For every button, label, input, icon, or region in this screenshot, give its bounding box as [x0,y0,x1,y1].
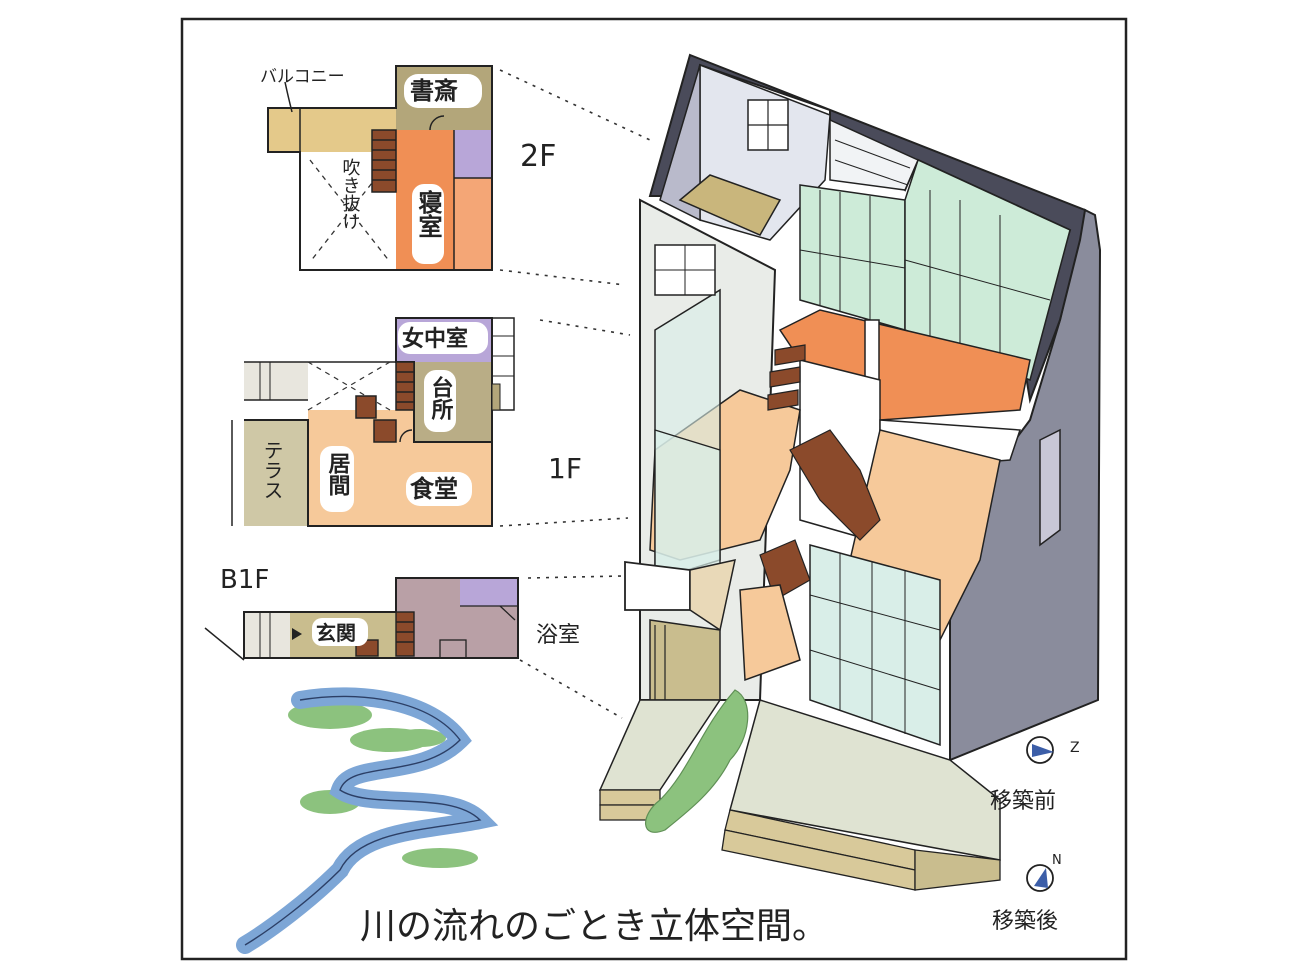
hedge [645,689,749,833]
bathroom-area [460,578,518,606]
glass-wall [809,544,941,747]
green-wall-left [799,184,906,331]
bedroom-area-2 [454,178,492,270]
label-after-relocation: 移築後 [992,909,1058,934]
plan-2f-outline [267,65,493,271]
axonometric-building [598,53,1102,891]
compass-after-icon [1026,864,1054,892]
right-side-wall [949,208,1102,762]
label-before-relocation: 移築前 [990,789,1056,814]
label-bathroom: 浴室 [536,623,580,648]
plan-1f-outline [244,419,493,527]
label-bedroom: 寝室 [414,189,442,238]
label-study: 書斎 [410,77,458,105]
plan-2f-stairs [371,129,397,193]
plan-b1f [204,577,519,661]
label-terrace: テラス [260,440,284,500]
compass-before-icon [1026,736,1054,764]
label-living: 居間 [325,452,351,497]
label-void: 吹き抜け [340,158,361,230]
axon-stairs [759,344,881,601]
plan-1f-stairs [355,361,415,443]
closet-area [454,130,492,178]
label-b1f: B1F [220,565,269,595]
label-maid-room: 女中室 [402,326,468,352]
terrace-area [244,420,308,526]
label-1f: 1F [548,452,582,485]
label-2f: 2F [520,139,556,174]
compass-before [1026,736,1054,764]
label-entrance: 玄関 [316,621,356,645]
caption: 川の流れのごとき立体空間。 [360,906,828,947]
compass-after [1026,864,1054,892]
label-balcony: バルコニー [260,67,345,87]
river-sketch [236,687,499,954]
front-terrace [729,699,1001,861]
label-kitchen: 台所 [428,375,454,421]
leader-lines [499,69,651,719]
compass-before-mark: Z [1070,740,1080,756]
compass-after-mark: N [1052,853,1062,868]
drawing-frame [180,17,1128,961]
label-dining: 食堂 [410,475,458,503]
